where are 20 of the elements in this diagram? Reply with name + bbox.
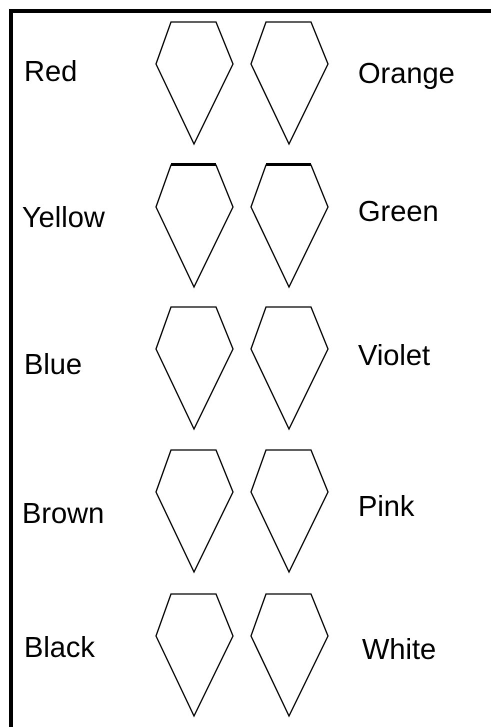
kite-shape xyxy=(155,592,235,718)
color-name: Green xyxy=(358,198,439,227)
color-name: Pink xyxy=(358,493,414,522)
color-name: Orange xyxy=(358,60,455,89)
kite-shape xyxy=(250,305,330,431)
kite-shape xyxy=(155,448,235,574)
color-name: White xyxy=(362,636,436,665)
color-name: Brown xyxy=(22,500,104,529)
color-name: Blue xyxy=(24,351,82,380)
color-name: Violet xyxy=(358,342,430,371)
kite-shape xyxy=(155,20,235,146)
color-name: Black xyxy=(24,634,95,663)
kite-shape xyxy=(250,592,330,718)
color-name: Red xyxy=(24,58,78,87)
kite-shape xyxy=(250,448,330,574)
kite-shape xyxy=(155,163,235,289)
kite-shape xyxy=(250,20,330,146)
kite-shape xyxy=(155,305,235,431)
color-name: Yellow xyxy=(22,204,105,233)
kite-shape xyxy=(250,163,330,289)
